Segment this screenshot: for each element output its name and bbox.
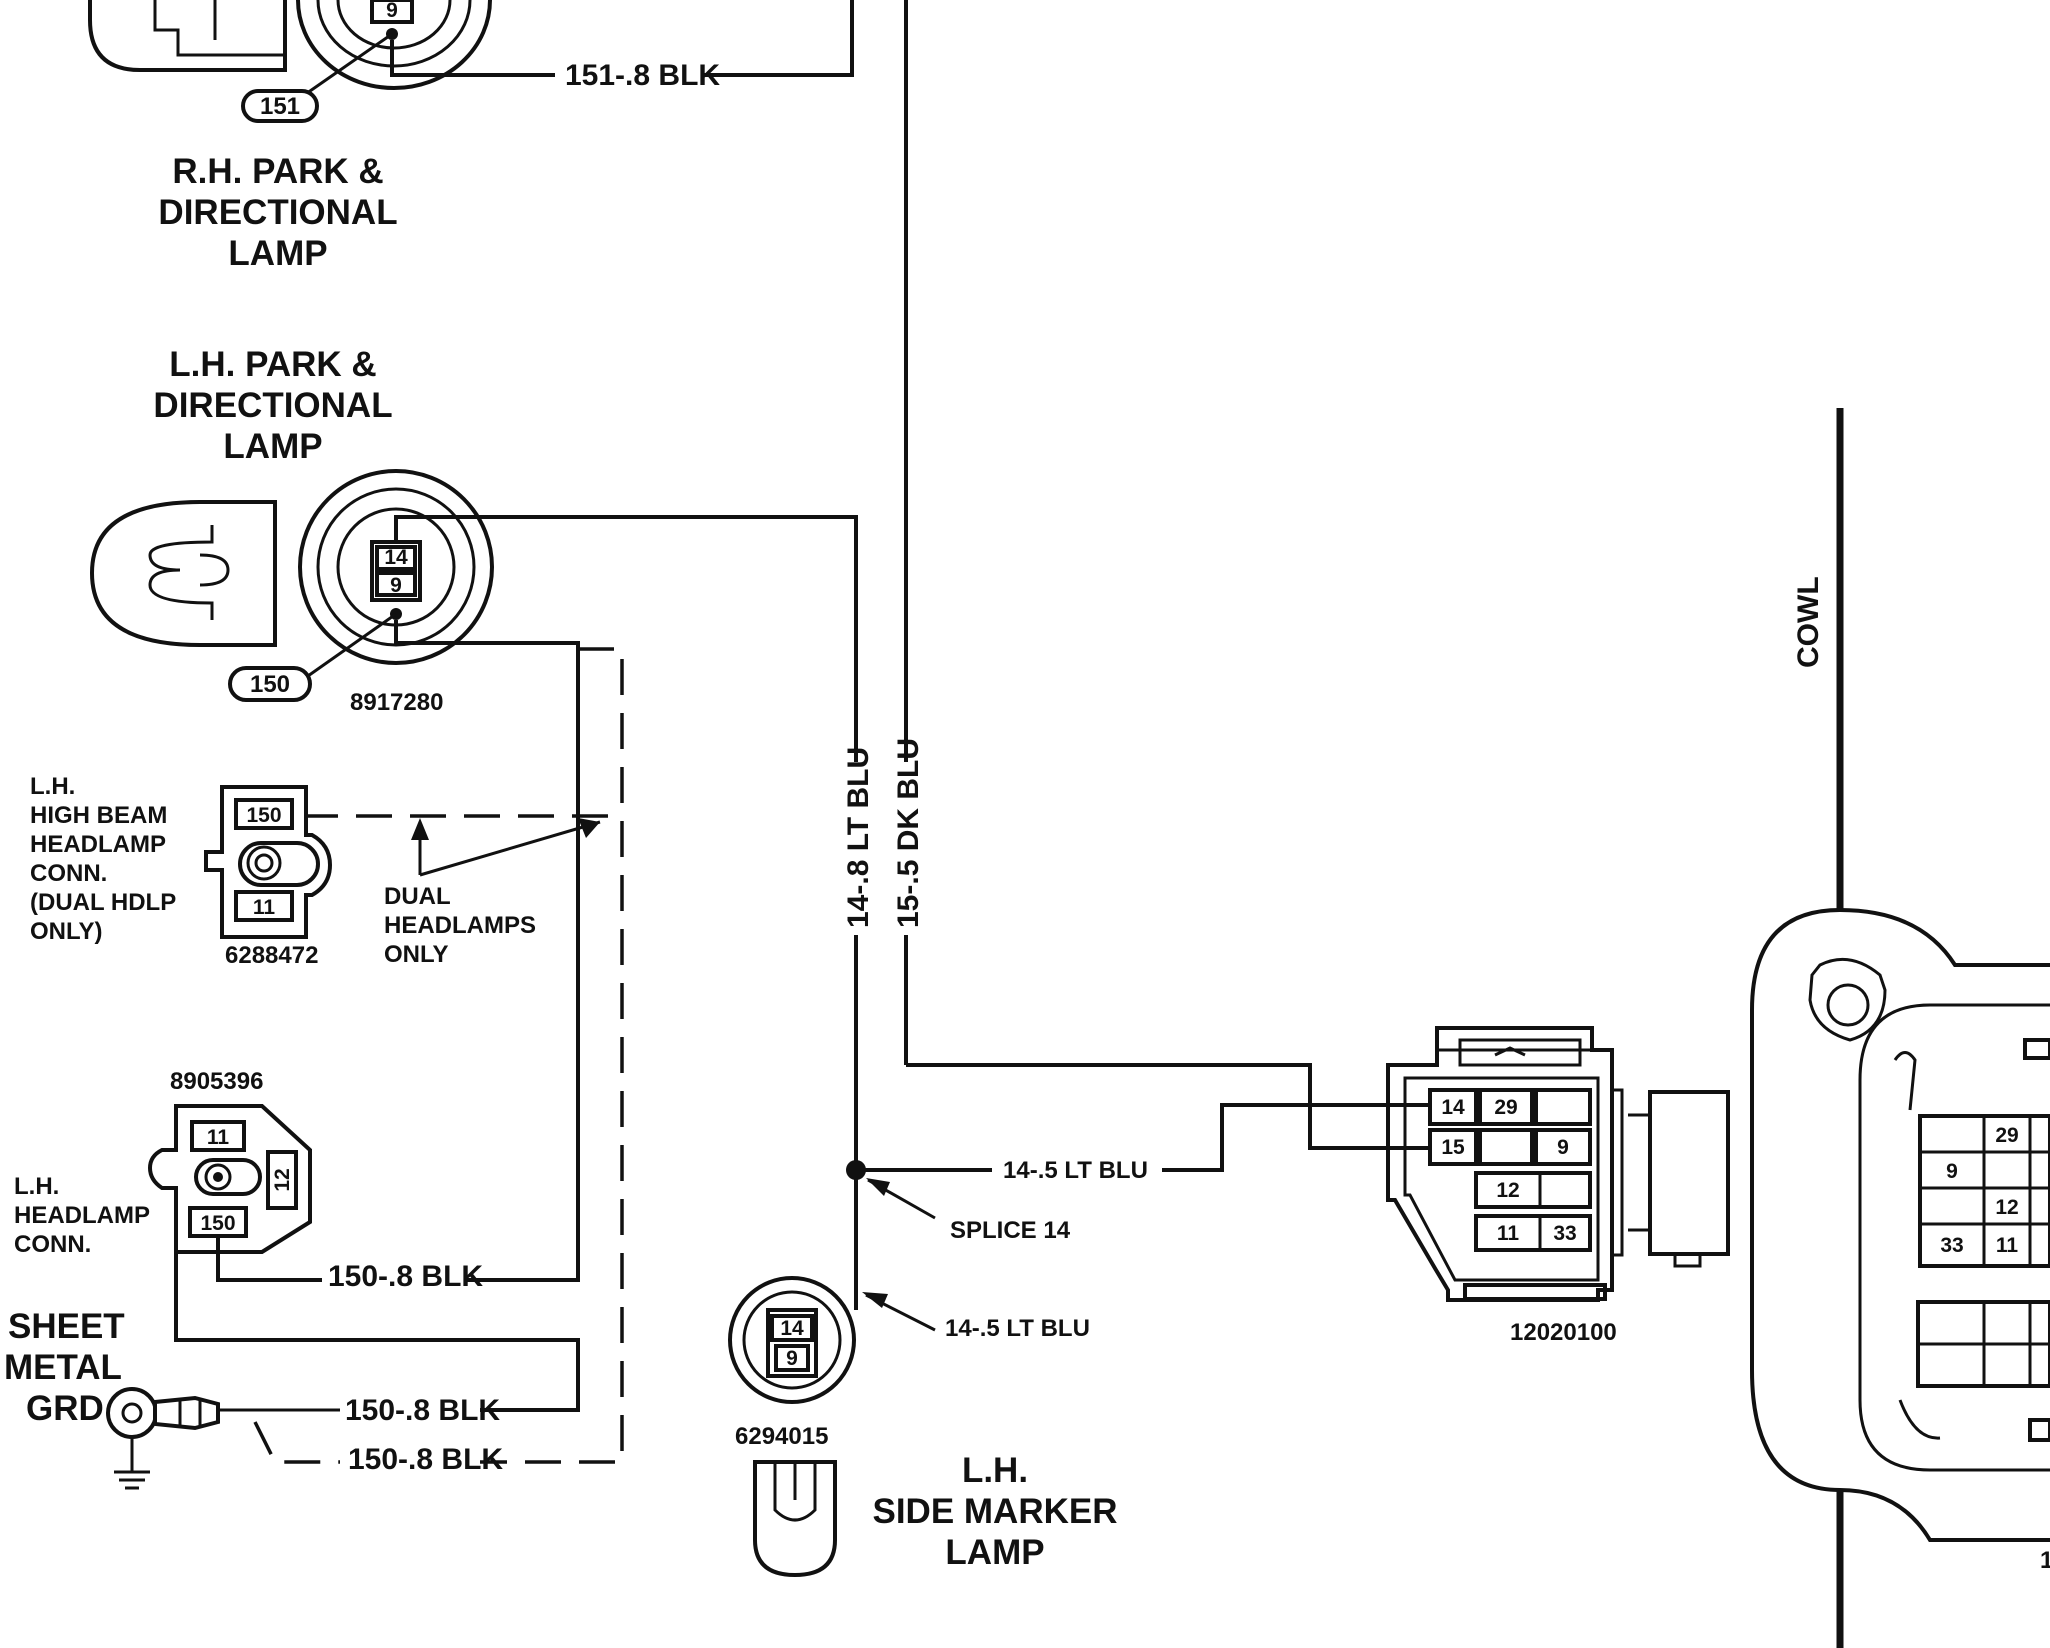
ground-symbol-icon: [114, 1437, 150, 1490]
svg-text:11: 11: [1996, 1234, 2019, 1257]
svg-text:14-.5 LT BLU: 14-.5 LT BLU: [1003, 1157, 1148, 1184]
svg-text:151: 151: [260, 93, 300, 120]
side-marker-pin-14: 14: [780, 1317, 804, 1340]
svg-text:DIRECTIONAL: DIRECTIONAL: [153, 386, 392, 425]
svg-text:15: 15: [1441, 1136, 1465, 1159]
svg-text:14: 14: [1441, 1096, 1465, 1119]
cowl-line: COWL: [1792, 408, 1844, 1648]
svg-text:SIDE MARKER: SIDE MARKER: [872, 1492, 1117, 1531]
wire-14-5-lt-blu-to-bulkhead: 14-.5 LT BLU: [856, 1103, 1430, 1184]
lh-socket-pin-14: 14: [384, 546, 408, 569]
svg-text:ONLY: ONLY: [384, 941, 448, 968]
svg-text:33: 33: [1940, 1234, 1963, 1257]
bulkhead-connector: 14 29 15 9 12 11 33: [1386, 1026, 1624, 1302]
svg-text:151-.8 BLK: 151-.8 BLK: [565, 59, 720, 92]
rh-socket-pin: 9: [386, 0, 398, 22]
svg-text:SPLICE 14: SPLICE 14: [950, 1217, 1071, 1244]
svg-text:11: 11: [1497, 1222, 1520, 1245]
lh-circuit-tag: 150: [228, 612, 397, 702]
svg-text:HEADLAMP: HEADLAMP: [30, 831, 166, 858]
svg-text:L.H.: L.H.: [962, 1451, 1028, 1490]
ground-terminal: [106, 1387, 340, 1439]
dual-headlamps-pointer: [411, 818, 601, 877]
rh-park-lamp-housing: [88, 0, 287, 72]
wire-150-blk-label-c: 150-.8 BLK: [348, 1443, 503, 1476]
wire-14-5-lt-blu-to-marker: 14-.5 LT BLU: [862, 1292, 1090, 1342]
svg-text:9: 9: [1946, 1160, 1958, 1183]
headlamp-pin-11: 11: [207, 1126, 230, 1149]
fuse-block-edge-text: 1: [2040, 1547, 2050, 1574]
svg-text:L.H.: L.H.: [30, 773, 75, 800]
svg-text:SHEET: SHEET: [8, 1307, 125, 1346]
headlamp-connector: 11 12 150: [147, 1104, 312, 1254]
svg-text:DUAL: DUAL: [384, 883, 451, 910]
lh-park-lamp-housing: [89, 500, 277, 647]
wire-150-blk-from-headlamp: [174, 1230, 580, 1412]
lh-lamp-label: L.H. PARK & DIRECTIONAL LAMP: [153, 345, 392, 466]
sheet-metal-label: SHEET METAL GRD: [4, 1307, 125, 1428]
rh-circuit-tag: 151: [241, 32, 393, 123]
svg-text:HEADLAMP: HEADLAMP: [14, 1202, 150, 1229]
svg-text:LAMP: LAMP: [945, 1533, 1044, 1572]
svg-text:HEADLAMPS: HEADLAMPS: [384, 912, 536, 939]
svg-text:LAMP: LAMP: [223, 427, 322, 466]
svg-text:CONN.: CONN.: [30, 860, 107, 887]
high-beam-pin-11: 11: [253, 896, 276, 919]
svg-text:L.H. PARK &: L.H. PARK &: [169, 345, 376, 384]
rh-lamp-label: R.H. PARK & DIRECTIONAL LAMP: [158, 152, 397, 273]
svg-text:12: 12: [1496, 1179, 1519, 1202]
headlamp-part-number: 8905396: [170, 1068, 263, 1095]
side-marker-part-number: 6294015: [735, 1423, 828, 1450]
bulkhead-mating-block: [1628, 1090, 1730, 1268]
dual-headlamp-dashed-wire: [253, 647, 624, 1464]
side-marker-socket: 14 9: [728, 1170, 858, 1404]
headlamp-pin-150: 150: [200, 1212, 235, 1235]
wire-14-8-lt-blu: 14-.8 LT BLU: [394, 515, 875, 1170]
svg-text:LAMP: LAMP: [228, 234, 327, 273]
svg-text:(DUAL HDLP: (DUAL HDLP: [30, 889, 176, 916]
wire-15-dk-blu: 15-.5 DK BLU: [892, 0, 1430, 1150]
high-beam-connector: 150 11: [204, 785, 333, 939]
svg-text:12: 12: [1995, 1196, 2018, 1219]
high-beam-part-number: 6288472: [225, 942, 318, 969]
svg-text:HIGH BEAM: HIGH BEAM: [30, 802, 167, 829]
headlamp-label: L.H. HEADLAMP CONN.: [14, 1173, 150, 1258]
svg-text:DIRECTIONAL: DIRECTIONAL: [158, 193, 397, 232]
svg-text:L.H.: L.H.: [14, 1173, 59, 1200]
svg-text:29: 29: [1494, 1096, 1517, 1119]
wire-150-blk-label-b: 150-.8 BLK: [345, 1394, 500, 1427]
svg-text:CONN.: CONN.: [14, 1231, 91, 1258]
svg-text:15-.5 DK BLU: 15-.5 DK BLU: [892, 738, 925, 928]
park-lamp-socket-part-number: 8917280: [350, 689, 443, 716]
dual-headlamps-label: DUAL HEADLAMPS ONLY: [384, 883, 536, 968]
svg-text:14-.8 LT BLU: 14-.8 LT BLU: [842, 747, 875, 928]
high-beam-label: L.H. HIGH BEAM HEADLAMP CONN. (DUAL HDLP…: [30, 773, 176, 945]
rh-park-lamp-socket: 9: [296, 0, 492, 90]
wire-150-blk-label-a: 150-.8 BLK: [328, 1260, 483, 1293]
svg-text:29: 29: [1995, 1124, 2018, 1147]
high-beam-pin-150: 150: [246, 804, 281, 827]
side-marker-pin-9: 9: [786, 1347, 798, 1370]
svg-text:14-.5 LT BLU: 14-.5 LT BLU: [945, 1315, 1090, 1342]
svg-text:ONLY): ONLY): [30, 918, 102, 945]
svg-text:33: 33: [1553, 1222, 1576, 1245]
wire-151-blk: 151-.8 BLK: [390, 0, 854, 92]
cowl-label: COWL: [1792, 576, 1825, 668]
bulkhead-part-number: 12020100: [1510, 1319, 1617, 1346]
wire-150-blk-from-park: [394, 620, 580, 1282]
svg-text:METAL: METAL: [4, 1348, 122, 1387]
side-marker-label: L.H. SIDE MARKER LAMP: [872, 1451, 1117, 1572]
side-marker-bulb: [753, 1460, 837, 1578]
lh-socket-pin-9: 9: [390, 574, 402, 597]
svg-text:GRD: GRD: [26, 1389, 104, 1428]
fuse-block: 29 9 12 33 11 1: [1750, 907, 2050, 1574]
headlamp-pin-12: 12: [271, 1168, 294, 1191]
splice-14: SPLICE 14: [846, 1160, 1071, 1244]
svg-text:9: 9: [1557, 1136, 1569, 1159]
svg-text:150: 150: [250, 671, 290, 698]
svg-text:R.H. PARK &: R.H. PARK &: [172, 152, 383, 191]
